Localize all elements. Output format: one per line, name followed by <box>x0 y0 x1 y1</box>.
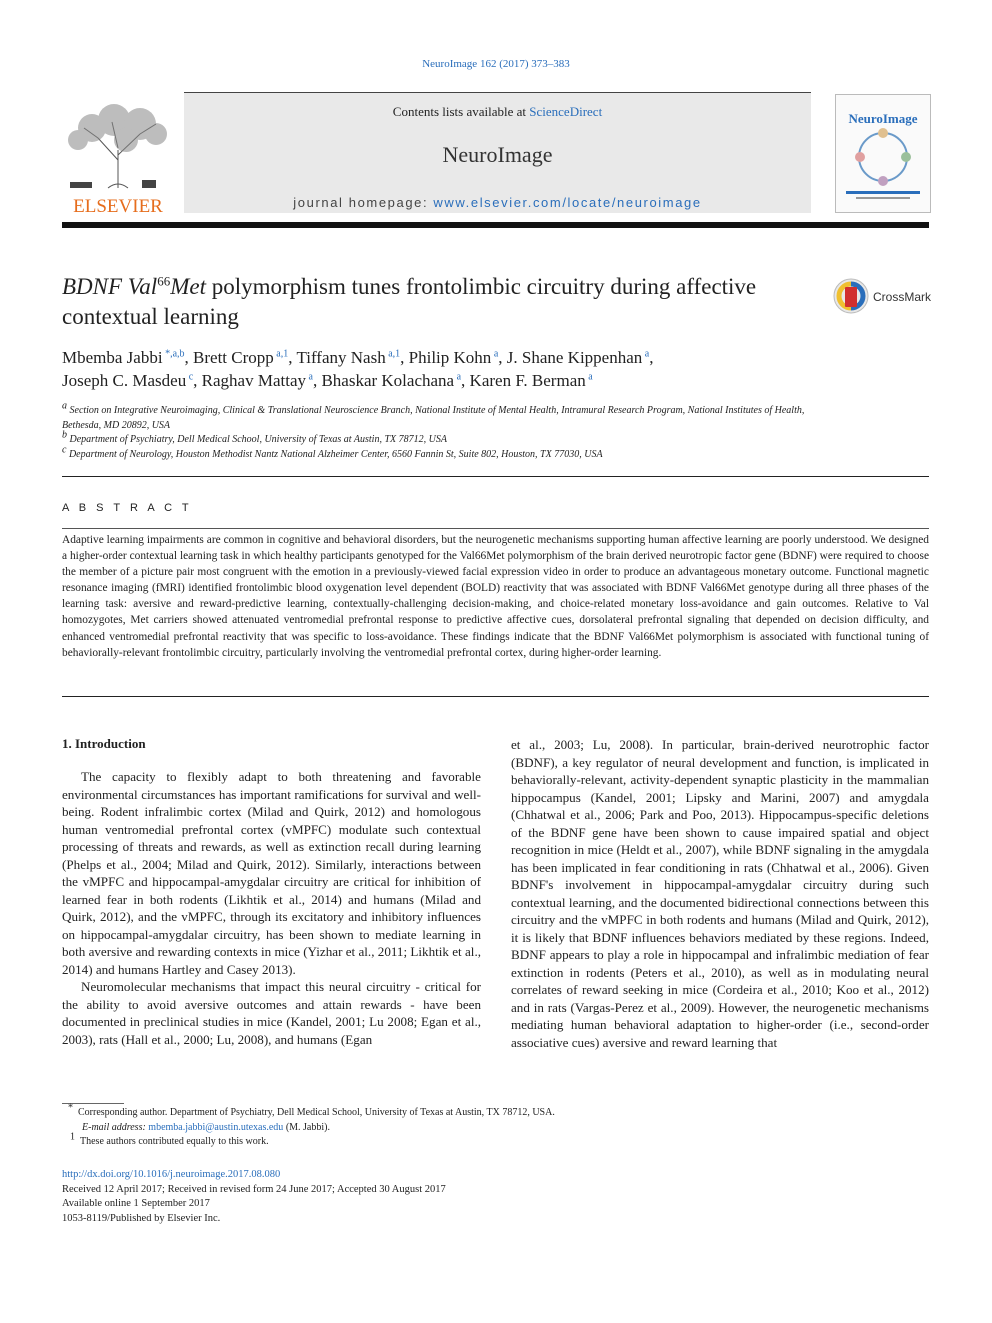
affiliation-c: c Department of Neurology, Houston Metho… <box>62 444 603 460</box>
author-affiliation-marker[interactable]: a <box>491 348 499 360</box>
journal-header-band <box>184 92 811 213</box>
issn-publisher: 1053-8119/Published by Elsevier Inc. <box>62 1212 221 1224</box>
author-name: Brett Cropp <box>193 348 274 367</box>
journal-title: NeuroImage <box>442 142 553 167</box>
author-name: J. Shane Kippenhan <box>506 348 643 367</box>
author-affiliation-marker[interactable]: a <box>585 371 593 383</box>
cover-figure-icon <box>846 128 920 199</box>
author-name: Raghav Mattay <box>201 371 306 390</box>
abstract-heading: A B S T R A C T <box>62 502 193 514</box>
author-name: Mbemba Jabbi <box>62 348 163 367</box>
abstract-text: Adaptive learning impairments are common… <box>62 534 929 659</box>
author-affiliation-marker[interactable]: a <box>642 348 650 360</box>
paragraph: The capacity to flexibly adapt to both t… <box>62 769 481 977</box>
elsevier-tree-icon: ELSEVIER <box>62 100 174 217</box>
body-column-right: et al., 2003; Lu, 2008). In particular, … <box>511 736 929 1051</box>
article-metadata: http://dx.doi.org/10.1016/j.neuroimage.2… <box>62 1168 929 1226</box>
footnote-equal-contribution: 1 These authors contributed equally to t… <box>70 1131 269 1147</box>
author-affiliation-marker[interactable]: a <box>306 371 313 383</box>
author-affiliation-marker[interactable]: c <box>186 371 194 383</box>
journal-homepage: journal homepage: www.elsevier.com/locat… <box>184 195 811 210</box>
homepage-prefix: journal homepage: <box>293 195 434 210</box>
author-affiliation-marker[interactable]: a,1 <box>385 348 401 360</box>
title-sup: 66 <box>157 273 171 289</box>
author-affiliation-marker[interactable]: a <box>454 371 462 383</box>
contents-prefix: Contents lists available at <box>392 104 530 119</box>
available-online: Available online 1 September 2017 <box>62 1198 210 1209</box>
cover-title: NeuroImage <box>848 111 918 126</box>
author-name: Bhaskar Kolachana <box>321 371 455 390</box>
sciencedirect-link[interactable]: ScienceDirect <box>529 104 603 119</box>
title-gene: BDNF Val <box>62 274 158 299</box>
footnotes: * Corresponding author. Department of Ps… <box>62 1102 929 1150</box>
paragraph: et al., 2003; Lu, 2008). In particular, … <box>511 737 929 1050</box>
homepage-link[interactable]: www.elsevier.com/locate/neuroimage <box>433 195 702 210</box>
author-affiliation-marker[interactable]: *,a,b <box>162 348 185 360</box>
section-heading-introduction: 1. Introduction <box>62 736 146 751</box>
abstract-bottom-rule <box>62 696 929 697</box>
elsevier-logo: ELSEVIER <box>62 100 174 218</box>
abstract-top-rule <box>62 476 929 477</box>
author-name: Tiffany Nash <box>296 348 386 367</box>
abstract-heading-rule <box>62 528 929 529</box>
crossmark-label: CrossMark <box>873 290 932 304</box>
contents-line: Contents lists available at ScienceDirec… <box>184 104 811 120</box>
title-rest: polymorphism tunes frontolimbic circuitr… <box>62 274 757 329</box>
journal-citation[interactable]: NeuroImage 162 (2017) 373–383 <box>422 58 570 70</box>
body-column-left: The capacity to flexibly adapt to both t… <box>62 752 481 1048</box>
paragraph: Neuromolecular mechanisms that impact th… <box>62 979 481 1047</box>
email-link[interactable]: mbemba.jabbi@austin.utexas.edu <box>148 1121 284 1133</box>
footnote-email: E-mail address: mbemba.jabbi@austin.utex… <box>82 1121 330 1133</box>
crossmark-icon <box>833 278 869 314</box>
affiliation-a: a Section on Integrative Neuroimaging, C… <box>62 400 805 431</box>
author-name: Joseph C. Masdeu <box>62 371 187 390</box>
author-line-1: Mbemba Jabbi *,a,b, Brett Cropp a,1, Tif… <box>62 348 654 367</box>
author-list: Mbemba Jabbi *,a,b, Brett Cropp a,1, Tif… <box>62 346 822 392</box>
affiliation-b: b Department of Psychiatry, Dell Medical… <box>62 429 447 445</box>
affiliations: a Section on Integrative Neuroimaging, C… <box>62 400 822 462</box>
journal-cover-thumbnail: NeuroImage <box>835 94 931 213</box>
author-line-2: Joseph C. Masdeu c, Raghav Mattay a, Bha… <box>62 371 593 390</box>
svg-text:ELSEVIER: ELSEVIER <box>73 196 163 217</box>
title-variant: Met <box>170 274 206 299</box>
author-affiliation-marker[interactable]: a,1 <box>273 348 289 360</box>
header-rule <box>62 222 929 228</box>
article-title: BDNF Val66Met polymorphism tunes frontol… <box>62 272 822 332</box>
footnote-rule <box>62 1103 124 1104</box>
author-name: Karen F. Berman <box>469 371 586 390</box>
footnote-corresponding: * Corresponding author. Department of Ps… <box>68 1102 555 1118</box>
crossmark-badge[interactable]: CrossMark <box>833 278 933 316</box>
article-dates: Received 12 April 2017; Received in revi… <box>62 1183 446 1195</box>
doi-link[interactable]: http://dx.doi.org/10.1016/j.neuroimage.2… <box>62 1169 281 1180</box>
author-name: Philip Kohn <box>408 348 492 367</box>
